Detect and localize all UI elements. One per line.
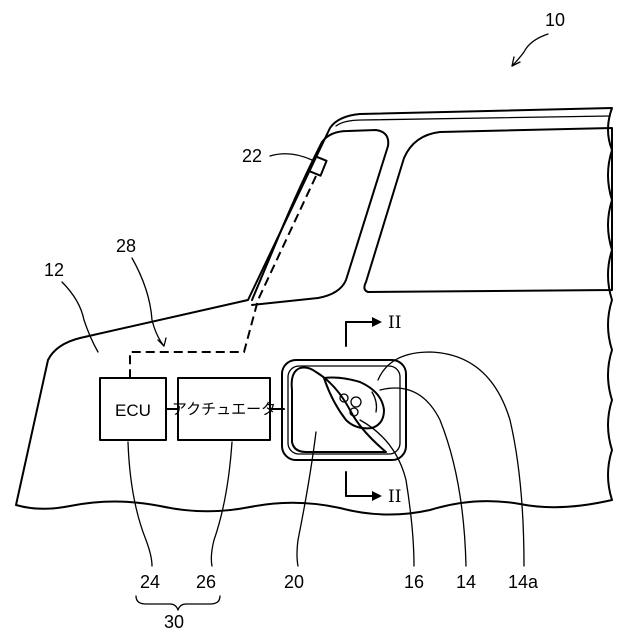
cap-rim bbox=[372, 392, 377, 412]
side-window bbox=[364, 128, 612, 292]
ref-label-12: 12 bbox=[44, 260, 64, 280]
signal-wire bbox=[130, 176, 316, 378]
ref-label-30: 30 bbox=[164, 612, 184, 632]
ref-label-24: 24 bbox=[140, 572, 160, 592]
fuel-inlet-recess bbox=[282, 360, 406, 460]
system-brace bbox=[136, 596, 220, 610]
roof-edge-line bbox=[336, 116, 610, 126]
section-bottom-label: II bbox=[388, 487, 401, 507]
ref-leader-26 bbox=[211, 442, 232, 566]
ref-arrow-10 bbox=[512, 34, 548, 66]
ref-label-14a: 14a bbox=[508, 572, 539, 592]
window-sensor bbox=[309, 156, 326, 175]
ref-label-20: 20 bbox=[284, 572, 304, 592]
actuator-label: アクチュエータ bbox=[172, 400, 276, 418]
ref-label-28: 28 bbox=[116, 236, 136, 256]
ref-leader-28 bbox=[132, 258, 164, 346]
cap-hole-2 bbox=[351, 397, 361, 407]
ref-leader-22 bbox=[270, 154, 312, 160]
ref-label-22: 22 bbox=[242, 146, 262, 166]
section-bottom-arrowhead bbox=[372, 491, 382, 501]
ecu-label: ECU bbox=[115, 401, 151, 420]
ref-leader-14 bbox=[380, 388, 466, 566]
ref-label-14: 14 bbox=[456, 572, 476, 592]
section-top-label: II bbox=[388, 313, 401, 333]
ref-label-26: 26 bbox=[196, 572, 216, 592]
ref-label-10: 10 bbox=[545, 10, 565, 30]
section-top-arrowhead bbox=[372, 317, 382, 327]
ref-label-16: 16 bbox=[404, 572, 424, 592]
